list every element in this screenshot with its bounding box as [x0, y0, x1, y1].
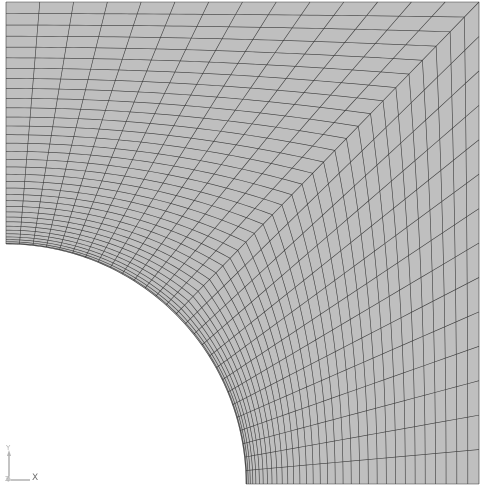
- mesh-ring-line: [5, 151, 336, 485]
- mesh-ring-line: [6, 13, 469, 484]
- mesh-ring-line: [5, 239, 251, 485]
- mesh-ring-line: [5, 242, 247, 485]
- mesh-ring-line: [6, 78, 406, 485]
- mesh-ring-line: [5, 68, 416, 484]
- y-axis-arrow: [7, 450, 11, 456]
- mesh-ring-line: [5, 225, 264, 485]
- mesh-ring-line: [5, 243, 247, 485]
- mesh-ring-line: [5, 206, 283, 485]
- mesh-ring-line: [5, 180, 307, 485]
- mesh-element-lines: [5, 1, 480, 485]
- mesh-ring-line: [5, 229, 260, 485]
- mesh-ring-line: [5, 158, 328, 485]
- mesh-ring-line: [5, 116, 369, 485]
- mesh-ring-line: [5, 200, 289, 485]
- mesh-ring-line: [6, 35, 447, 484]
- mesh-ring-line: [5, 173, 314, 485]
- mesh-ring-line: [5, 125, 360, 485]
- mesh-ring-line: [5, 216, 273, 485]
- mesh-ring-line: [6, 24, 458, 484]
- mesh-ring-line: [5, 46, 436, 484]
- mesh-ring-line: [5, 221, 268, 485]
- mesh-ring-line: [5, 233, 257, 485]
- mesh-ring-line: [5, 134, 352, 485]
- x-axis-label: X: [32, 473, 39, 483]
- mesh-ring-line: [5, 97, 387, 485]
- mesh-ring-line: [5, 236, 254, 485]
- coordinate-triad: Y Z X: [3, 440, 43, 485]
- mesh-ring-line: [6, 1, 480, 484]
- z-axis-marker: [6, 476, 11, 482]
- mesh-ring-line: [5, 211, 278, 485]
- mesh-ring-line: [5, 88, 396, 485]
- mesh-ring-line: [5, 107, 378, 485]
- mesh-ring-line: [5, 241, 249, 485]
- mesh-ring-line: [5, 194, 294, 485]
- z-axis-label: Z: [5, 475, 10, 483]
- mesh-ring-line: [5, 187, 301, 485]
- y-axis-label: Y: [6, 444, 11, 452]
- mesh-ring-line: [5, 142, 344, 485]
- mesh-ring-line: [5, 57, 426, 484]
- mesh-ring-line: [5, 166, 321, 485]
